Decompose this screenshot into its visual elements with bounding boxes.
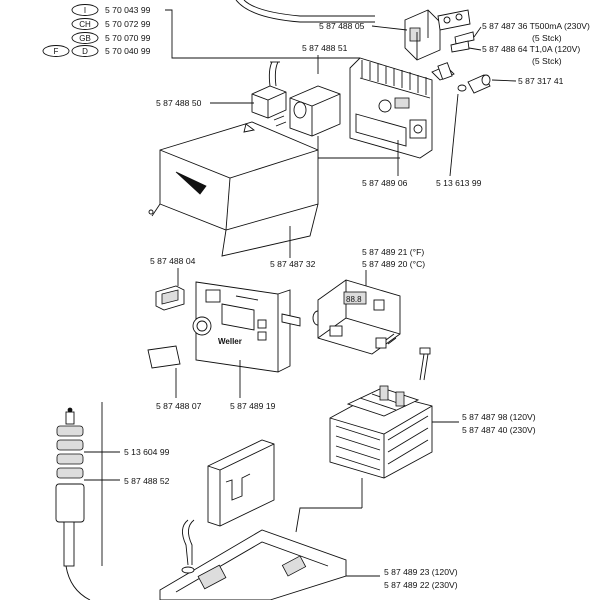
part-number: 5 87 488 07	[156, 401, 202, 411]
part-number: 5 87 489 22 (230V)	[384, 580, 458, 590]
country-code: I	[84, 6, 86, 15]
part-number: 5 13 604 99	[124, 447, 170, 457]
power-cord	[235, 0, 375, 23]
part-number: 5 70 072 99	[105, 19, 151, 29]
base-housing	[65, 507, 362, 600]
part-number: 5 70 040 99	[105, 46, 151, 56]
leader-line	[165, 9, 360, 59]
part-number: 5 87 489 06	[362, 178, 408, 188]
power-cord	[243, 0, 375, 17]
part-number: 5 70 043 99	[105, 5, 151, 15]
fuse-holder	[437, 9, 475, 53]
leader-line	[449, 93, 459, 177]
transformer	[329, 385, 433, 479]
control-pcb	[349, 57, 433, 159]
mount-screw	[419, 347, 431, 381]
part-number-note: (5 Stck)	[532, 33, 562, 43]
part-number: 5 87 489 21 (°F)	[362, 247, 424, 257]
leader-line	[473, 26, 482, 38]
part-number: 5 87 489 19	[230, 401, 276, 411]
part-number: 5 87 488 05	[319, 21, 365, 31]
part-number: 5 70 070 99	[105, 33, 151, 43]
part-number-note: (5 Stck)	[532, 56, 562, 66]
part-number: 5 87 487 36 T500mA (230V)	[482, 21, 590, 31]
country-code: D	[82, 47, 88, 56]
part-number: 5 87 488 64 T1,0A (120V)	[482, 44, 580, 54]
country-code: CH	[79, 20, 91, 29]
cover-hood	[148, 121, 319, 257]
part-number: 5 87 487 98 (120V)	[462, 412, 536, 422]
plunger-assembly	[55, 402, 103, 567]
power-switch	[155, 285, 185, 311]
country-code-badge	[71, 45, 99, 57]
display-digits: 88.8	[346, 295, 362, 304]
part-number: 5 87 488 04	[150, 256, 196, 266]
country-code-badge	[71, 32, 99, 44]
power-inlet	[404, 9, 441, 61]
part-number: 5 87 317 41	[518, 76, 564, 86]
leader-line	[371, 25, 408, 31]
part-number: 5 87 488 50	[156, 98, 202, 108]
display-lens	[147, 345, 181, 369]
leader-line	[468, 47, 482, 51]
part-number: 5 87 487 32	[270, 259, 316, 269]
country-code: GB	[79, 34, 91, 43]
brand-label: Weller	[218, 337, 242, 346]
part-number: 5 87 489 20 (°C)	[362, 259, 425, 269]
part-number: 5 13 613 99	[436, 178, 482, 188]
panel-connector	[281, 310, 324, 327]
country-code: F	[54, 47, 59, 56]
country-code-badge	[71, 4, 99, 16]
leader-line	[491, 79, 517, 82]
country-code-badge	[71, 18, 99, 30]
fuse-knob	[457, 74, 491, 94]
part-number: 5 87 488 51	[302, 43, 348, 53]
solenoid-valve	[251, 61, 341, 137]
country-code-list: I 5 70 043 99 CH 5 70 072 99 GB 5 70 070…	[42, 0, 375, 59]
shield-plate	[207, 439, 275, 527]
part-number: 5 87 488 52	[124, 476, 170, 486]
fuse-cap	[431, 62, 455, 81]
front-panel: Weller	[192, 281, 291, 373]
display-pcb: 88.8	[317, 279, 401, 355]
part-number: 5 87 489 23 (120V)	[384, 567, 458, 577]
part-number: 5 87 487 40 (230V)	[462, 425, 536, 435]
country-code-badge	[42, 45, 70, 57]
